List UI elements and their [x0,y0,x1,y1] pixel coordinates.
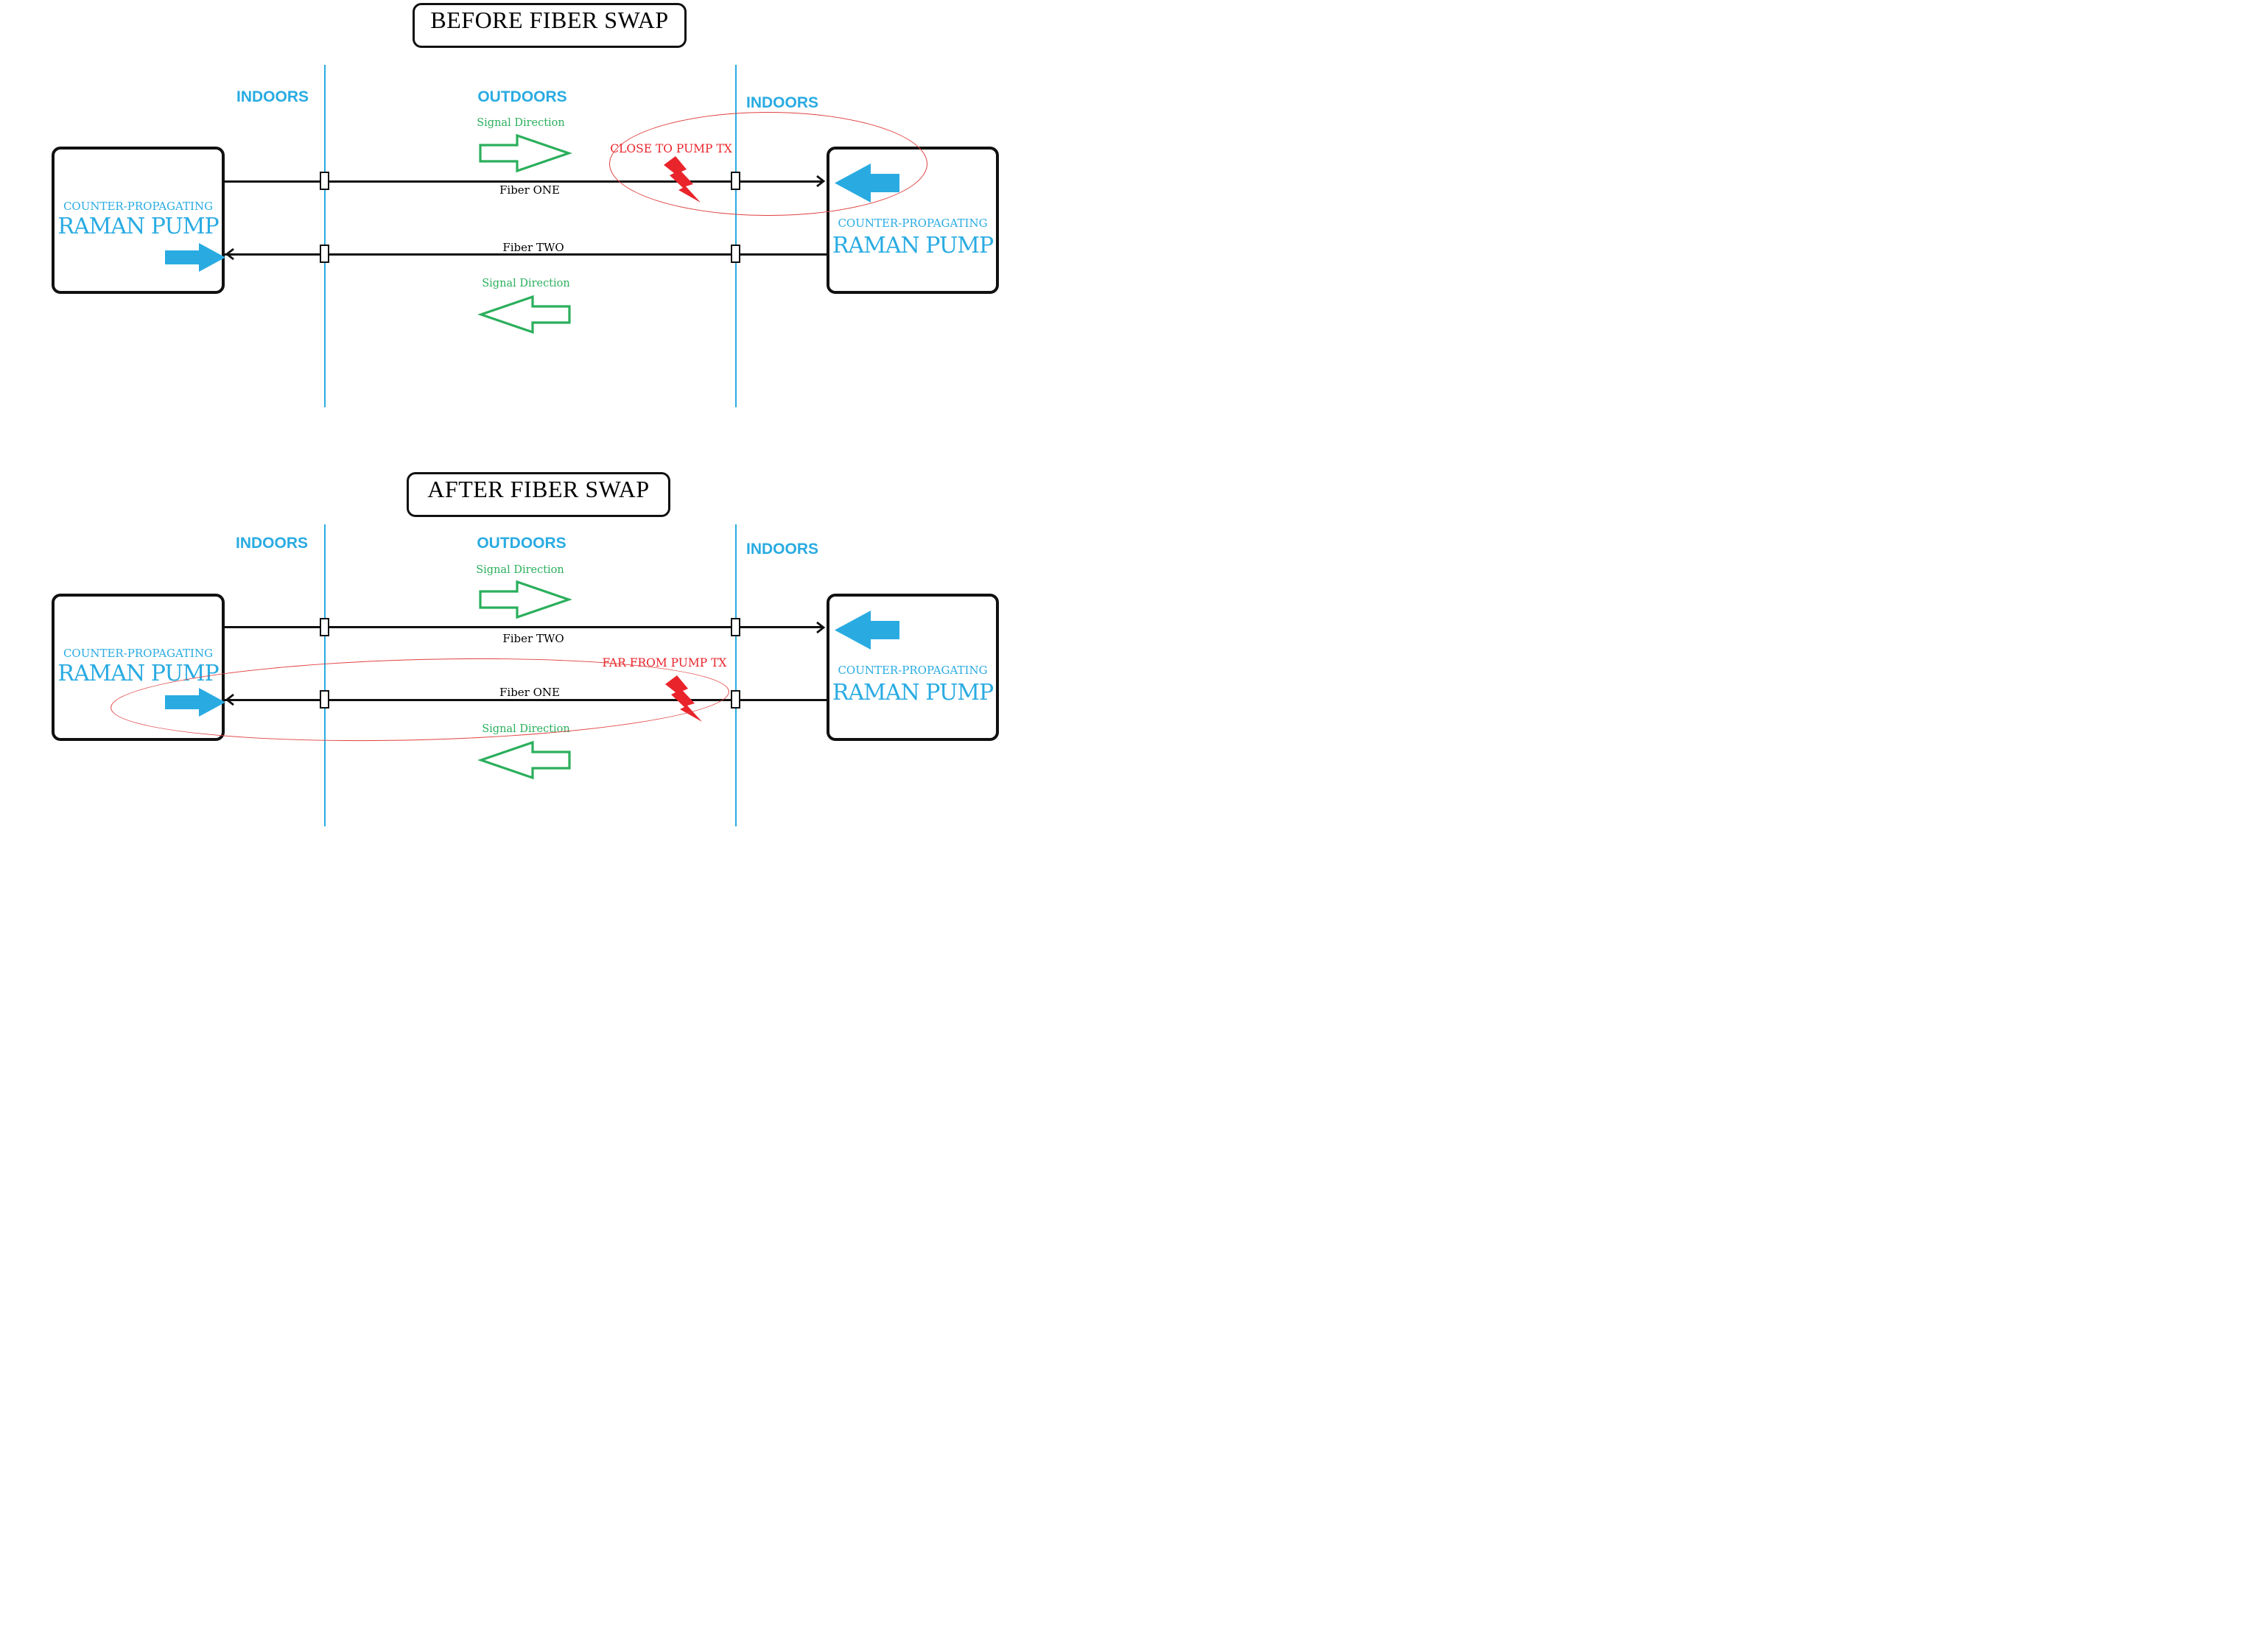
zone-label-indoors-left: INDOORS [235,535,308,552]
signal-direction-label-bottom: Signal Direction [482,278,570,289]
fault-highlight-ellipse [609,112,927,216]
signal-direction-right-arrow-icon [479,580,572,619]
zone-label-indoors-left: INDOORS [236,88,309,105]
fiber-connector [320,172,329,190]
diagram-title: AFTER FIBER SWAP [427,476,650,502]
fiber-label-top: Fiber TWO [502,632,564,645]
pump-label-line1: COUNTER-PROPAGATING [63,200,214,213]
fiber-label-top: Fiber ONE [499,183,560,197]
left-pump-box: COUNTER-PROPAGATING RAMAN PUMP [52,147,225,294]
signal-direction-right-arrow-icon [479,133,572,173]
zone-label-outdoors: OUTDOORS [477,88,567,105]
pump-label-line1: COUNTER-PROPAGATING [63,647,214,660]
fiber-arrowhead-left-icon [225,693,234,706]
signal-direction-left-arrow-icon [477,740,571,780]
zone-label-indoors-right: INDOORS [745,94,818,111]
pump-direction-right-arrow-icon [165,688,225,717]
fiber-connector [320,617,329,636]
fiber-line-bottom [225,698,827,701]
right-pump-box: COUNTER-PROPAGATING RAMAN PUMP [827,594,999,741]
zone-label-indoors-right: INDOORS [745,541,818,558]
diagram-title: BEFORE FIBER SWAP [430,7,669,33]
pump-label-line2: RAMAN PUMP [832,233,994,259]
fiber-connector [320,245,329,263]
pump-label-line2: RAMAN PUMP [57,214,219,239]
pump-label-line2: RAMAN PUMP [832,680,994,706]
signal-direction-label-top: Signal Direction [476,564,564,576]
zone-label-outdoors: OUTDOORS [477,535,566,552]
fiber-arrowhead-left-icon [225,247,234,261]
pump-label-line1: COUNTER-PROPAGATING [838,664,988,677]
signal-direction-left-arrow-icon [477,295,571,334]
fiber-connector [320,690,329,709]
fiber-arrowhead-right-icon [816,621,826,633]
pump-label-line1: COUNTER-PROPAGATING [838,217,988,230]
fiber-line-bottom [225,253,827,256]
title-box-before: BEFORE FIBER SWAP [413,3,687,48]
fiber-line-top [225,180,823,183]
pump-direction-left-arrow-icon [835,611,899,650]
lightning-bolt-icon [665,675,702,722]
fiber-label-bottom: Fiber TWO [502,241,564,254]
boundary-line-right [735,524,737,826]
boundary-line-right [735,65,737,407]
title-box-after: AFTER FIBER SWAP [407,472,670,517]
fiber-swap-comparison-diagram: BEFORE FIBER SWAP INDOORS OUTDOORS INDOO… [0,0,1132,826]
fiber-line-top [225,626,823,628]
pump-direction-right-arrow-icon [165,243,225,272]
signal-direction-label-bottom: Signal Direction [482,723,570,735]
boundary-line-left [324,524,326,826]
fiber-connector [731,690,740,709]
left-pump-box: COUNTER-PROPAGATING RAMAN PUMP [52,594,225,741]
pump-label-line2: RAMAN PUMP [57,661,219,686]
fiber-label-bottom: Fiber ONE [499,686,560,699]
boundary-line-left [324,65,326,407]
fiber-connector [731,245,740,263]
signal-direction-label-top: Signal Direction [477,117,565,129]
fault-label: FAR FROM PUMP TX [602,656,727,669]
fiber-connector [731,617,740,636]
